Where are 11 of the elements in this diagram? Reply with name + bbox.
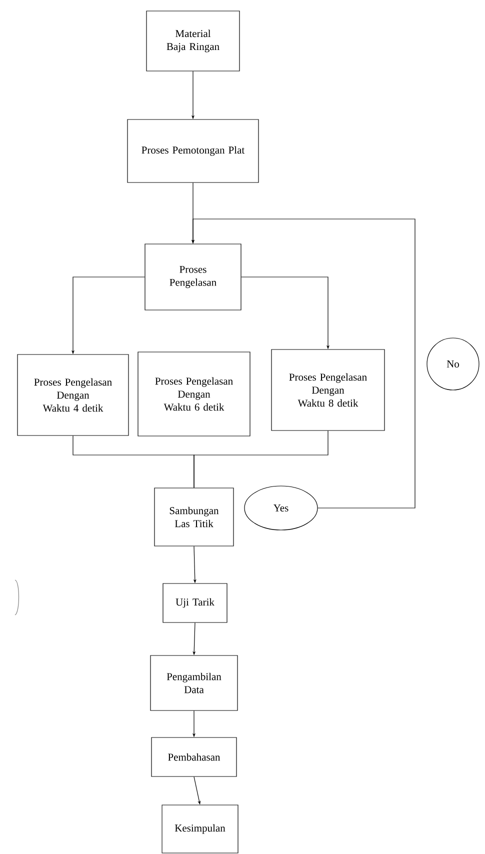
- process-box: Proses Pengelasan Dengan Waktu 6 detik: [138, 352, 250, 436]
- process-box: Pembahasan: [151, 737, 237, 777]
- process-box: Uji Tarik: [162, 583, 228, 623]
- process-box: Pengambilan Data: [150, 655, 238, 711]
- process-box: Sambungan Las Titik: [154, 488, 234, 546]
- process-box: Kesimpulan: [162, 804, 238, 854]
- process-box: Material Baja Ringan: [146, 10, 240, 72]
- process-box: Proses Pengelasan: [144, 244, 242, 310]
- process-box: Proses Pengelasan Dengan Waktu 4 detik: [17, 354, 129, 436]
- process-box: Proses Pengelasan Dengan Waktu 8 detik: [271, 349, 385, 431]
- process-box: Proses Pemotongan Plat: [127, 119, 259, 183]
